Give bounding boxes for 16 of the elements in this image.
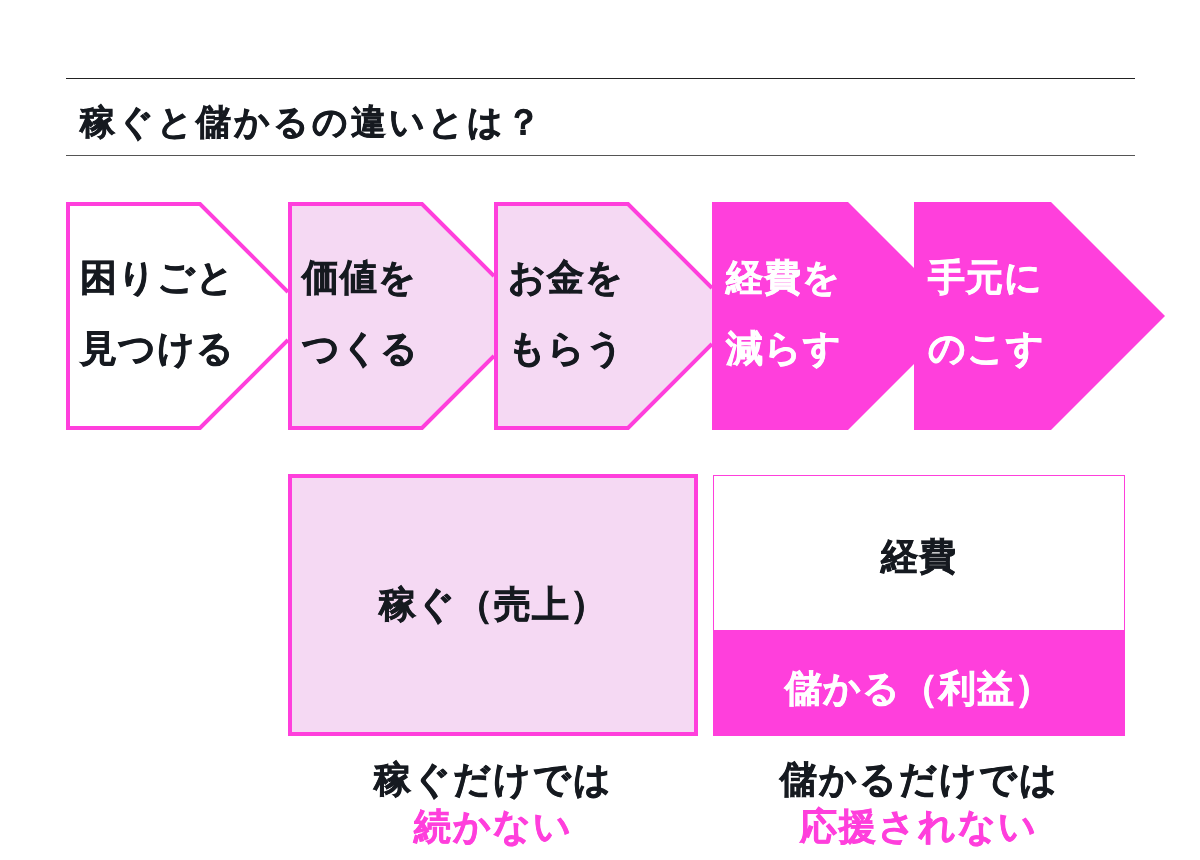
step-label: 困りごと見つける xyxy=(80,255,236,372)
box-label: 経費 xyxy=(881,534,957,580)
step-label: お金をもらう xyxy=(508,255,626,372)
expense-box xyxy=(713,475,1125,630)
caption-text: 応援されない xyxy=(800,804,1038,850)
revenue-box xyxy=(288,474,698,736)
caption-text: 続かない xyxy=(413,804,573,850)
step-label: 経費を減らす xyxy=(726,255,843,372)
step-label: 手元にのこす xyxy=(928,255,1046,372)
step-label: 価値をつくる xyxy=(302,255,420,372)
box-label: 儲かる（利益） xyxy=(785,666,1053,712)
caption-text: 稼ぐだけでは xyxy=(373,757,613,803)
box-label: 稼ぐ（売上） xyxy=(378,582,608,628)
caption-text: 儲かるだけでは xyxy=(779,757,1059,803)
profit-box xyxy=(713,630,1125,736)
slide-title: 稼ぐと儲かるの違いとは？ xyxy=(80,101,544,144)
